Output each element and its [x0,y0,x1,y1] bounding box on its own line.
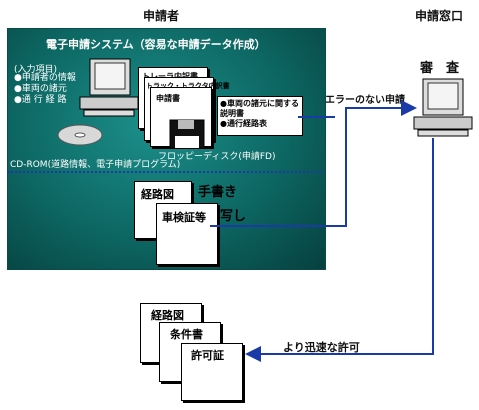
input-item: ●車両の諸元 [14,84,67,94]
result-permit: 許可証 [181,343,243,401]
applicant-computer-icon [79,58,139,117]
cdrom-icon [57,124,103,146]
vehicle-cert-doc: 車検証等 [156,203,218,265]
cdrom-label: CD-ROM(道路情報、電子申請プログラム) [10,160,181,170]
review-label: 審 査 [420,61,460,76]
system-title: 電子申請システム（容易な申請データ作成） [46,38,266,51]
attachment-item: ●車両の諸元に関する説明書 [220,99,299,118]
floppy-label: フロッピーディスク(申請FD) [158,152,276,162]
review-computer-icon [413,78,473,137]
arrow-submit [210,100,417,227]
window-header: 申請窓口 [415,9,464,23]
panel-divider [8,171,325,173]
input-item: ●申請者の情報 [14,73,76,83]
floppy-disk-icon [169,119,205,149]
input-items-title: (入力項目) [14,65,58,75]
fast-permit-label: より迅速な許可 [283,341,360,354]
input-item: ●通 行 経 路 [14,95,67,105]
applicant-header: 申請者 [143,9,180,23]
no-error-label: エラーのない申請 [325,95,405,106]
attachment-item: ●通行経路表 [220,119,267,128]
attachments-box: ●車両の諸元に関する説明書 ●通行経路表 [217,96,303,136]
copy-note: 写し [220,209,247,224]
handwritten-note: 手書き [198,185,238,200]
arrow-permit [245,138,434,362]
input-items-list: ●申請者の情報 ●車両の諸元 ●通 行 経 路 [14,73,76,106]
